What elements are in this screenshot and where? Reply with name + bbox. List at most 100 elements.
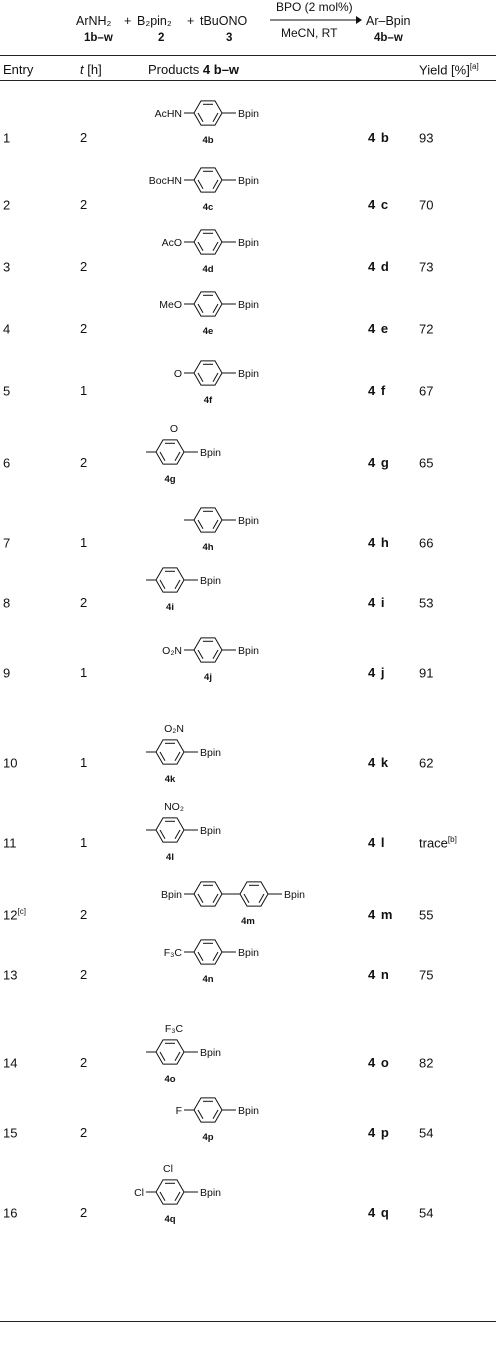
cell-yield: 54	[419, 1125, 434, 1141]
cell-compound-id: 4 o	[368, 1055, 390, 1070]
cell-entry: 9	[3, 665, 11, 681]
structure-4c: Bpin BocHN 4c	[149, 167, 259, 213]
cell-time: 1	[80, 665, 88, 680]
cell-compound-id: 4 c	[368, 197, 390, 212]
cell-yield: 53	[419, 595, 434, 611]
reactant-diboron-label: 2	[158, 32, 165, 44]
reactant-diboron: B₂pin₂	[137, 14, 172, 28]
cell-entry: 6	[3, 455, 11, 471]
structure-label: 4d	[202, 264, 213, 275]
cell-yield: 72	[419, 321, 434, 337]
structure-label: 4c	[203, 202, 214, 213]
cell-entry: 15	[3, 1125, 18, 1141]
cell-compound-id: 4 f	[368, 383, 387, 398]
substituent-label: Cl	[163, 1163, 173, 1175]
cell-yield: 91	[419, 665, 434, 681]
substituent-label: F	[176, 1105, 182, 1117]
cell-entry: 8	[3, 595, 11, 611]
substituent-label: O	[170, 423, 178, 435]
header-entry: Entry	[3, 62, 34, 77]
cell-compound-id: 4 i	[368, 595, 386, 610]
cell-time: 1	[80, 535, 88, 550]
reaction-scheme: ArNH₂ + B₂pin₂ + tBuONO 1b–w 2 3 BPO (2 …	[0, 0, 496, 52]
substituent-label: Bpin	[200, 825, 221, 837]
cell-entry: 14	[3, 1055, 18, 1071]
cell-time: 2	[80, 1205, 88, 1220]
cell-yield: 73	[419, 259, 434, 275]
substituent-label: Bpin	[200, 447, 221, 459]
structure-4n: Bpin F₃C 4n	[164, 939, 259, 985]
structure-label: 4m	[241, 916, 255, 927]
reactant-nitrite-label: 3	[226, 32, 233, 44]
substituent-label: O	[174, 368, 182, 380]
header-yield: Yield [%][a]	[419, 62, 479, 78]
cell-yield: 67	[419, 383, 434, 399]
cell-entry: 12[c]	[3, 907, 26, 923]
cell-compound-id: 4 m	[368, 907, 394, 922]
cell-entry: 1	[3, 130, 11, 146]
substituent-label: O₂N	[162, 645, 182, 657]
cell-compound-id: 4 b	[368, 130, 390, 145]
cell-time: 2	[80, 1125, 88, 1140]
substituent-label: F₃C	[164, 947, 183, 959]
structure-label: 4f	[204, 395, 213, 406]
cell-yield: 54	[419, 1205, 434, 1221]
reaction-arrow-icon	[270, 16, 362, 24]
structure-label: 4h	[202, 542, 213, 553]
cell-entry: 3	[3, 259, 11, 275]
cell-entry: 7	[3, 535, 11, 551]
cell-yield: 55	[419, 907, 434, 923]
cell-entry: 2	[3, 197, 11, 213]
cell-yield: 65	[419, 455, 434, 471]
substituent-label: Bpin	[238, 515, 259, 527]
conditions-solvent: MeCN, RT	[281, 26, 338, 40]
cell-compound-id: 4 g	[368, 455, 390, 470]
structure-label: 4j	[204, 672, 212, 683]
cell-compound-id: 4 n	[368, 967, 390, 982]
structure-label: 4i	[166, 602, 174, 613]
substituent-label: Bpin	[200, 1047, 221, 1059]
substituent-label: Bpin	[200, 747, 221, 759]
structure-label: 4g	[164, 474, 175, 485]
structure-label: 4e	[203, 326, 214, 337]
cell-entry: 11	[3, 835, 17, 851]
substituent-label: Bpin	[238, 947, 259, 959]
substituent-label: BocHN	[149, 175, 182, 187]
cell-compound-id: 4 d	[368, 259, 390, 274]
structure-label: 4o	[164, 1074, 175, 1085]
substituent-label: Bpin	[238, 1105, 259, 1117]
structure-label: 4q	[164, 1214, 175, 1225]
structure-label: 4b	[202, 135, 213, 146]
cell-compound-id: 4 p	[368, 1125, 390, 1140]
cell-time: 1	[80, 755, 88, 770]
cell-yield: 82	[419, 1055, 434, 1071]
cell-time: 1	[80, 383, 88, 398]
cell-compound-id: 4 k	[368, 755, 390, 770]
structure-label: 4n	[202, 974, 213, 985]
substituent-label: Bpin	[200, 1187, 221, 1199]
cell-compound-id: 4 l	[368, 835, 386, 850]
substituent-label: Bpin	[238, 175, 259, 187]
substituent-label: Bpin	[238, 108, 259, 120]
header-time: t [h]	[80, 62, 102, 77]
cell-yield: 62	[419, 755, 434, 771]
cell-time: 2	[80, 197, 88, 212]
cell-time: 1	[80, 835, 88, 850]
reactant-amine: ArNH₂	[76, 14, 112, 28]
cell-entry: 5	[3, 383, 11, 399]
cell-yield: 75	[419, 967, 434, 983]
